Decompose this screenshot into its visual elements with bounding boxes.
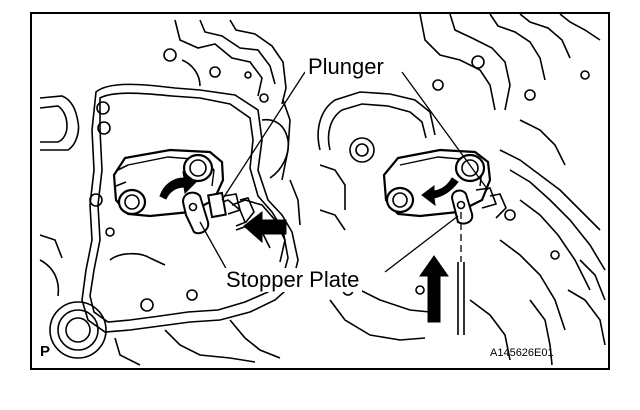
stopper-leader-left	[199, 221, 229, 273]
plunger-label: Plunger	[305, 55, 387, 79]
left-view	[39, 19, 301, 366]
stopper-plate-label: Stopper Plate	[223, 268, 363, 292]
up-arrow-icon	[419, 255, 449, 323]
leader-lines	[199, 71, 489, 273]
rotation-arrow-icon	[159, 170, 197, 200]
right-arrows	[419, 177, 459, 323]
figure-id-label: A145626E01	[490, 347, 554, 359]
stopper-leader-right	[384, 215, 459, 273]
left-arrows	[159, 170, 287, 244]
view-code-label: P	[40, 343, 51, 360]
plunger-leader-right	[401, 71, 489, 191]
right-view	[317, 13, 606, 366]
rotation-arrow-icon	[421, 177, 459, 207]
plunger-leader-left	[221, 71, 306, 201]
push-arrow-icon	[243, 210, 287, 244]
